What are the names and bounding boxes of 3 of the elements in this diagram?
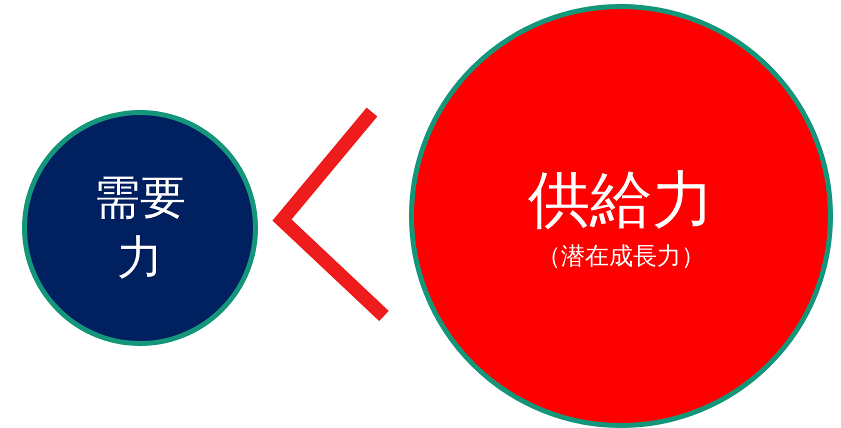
circle-title: 供給力 — [528, 162, 714, 238]
circle-subtitle: （潜在成長力） — [537, 240, 705, 272]
circle-title: 需要力 — [93, 169, 187, 286]
